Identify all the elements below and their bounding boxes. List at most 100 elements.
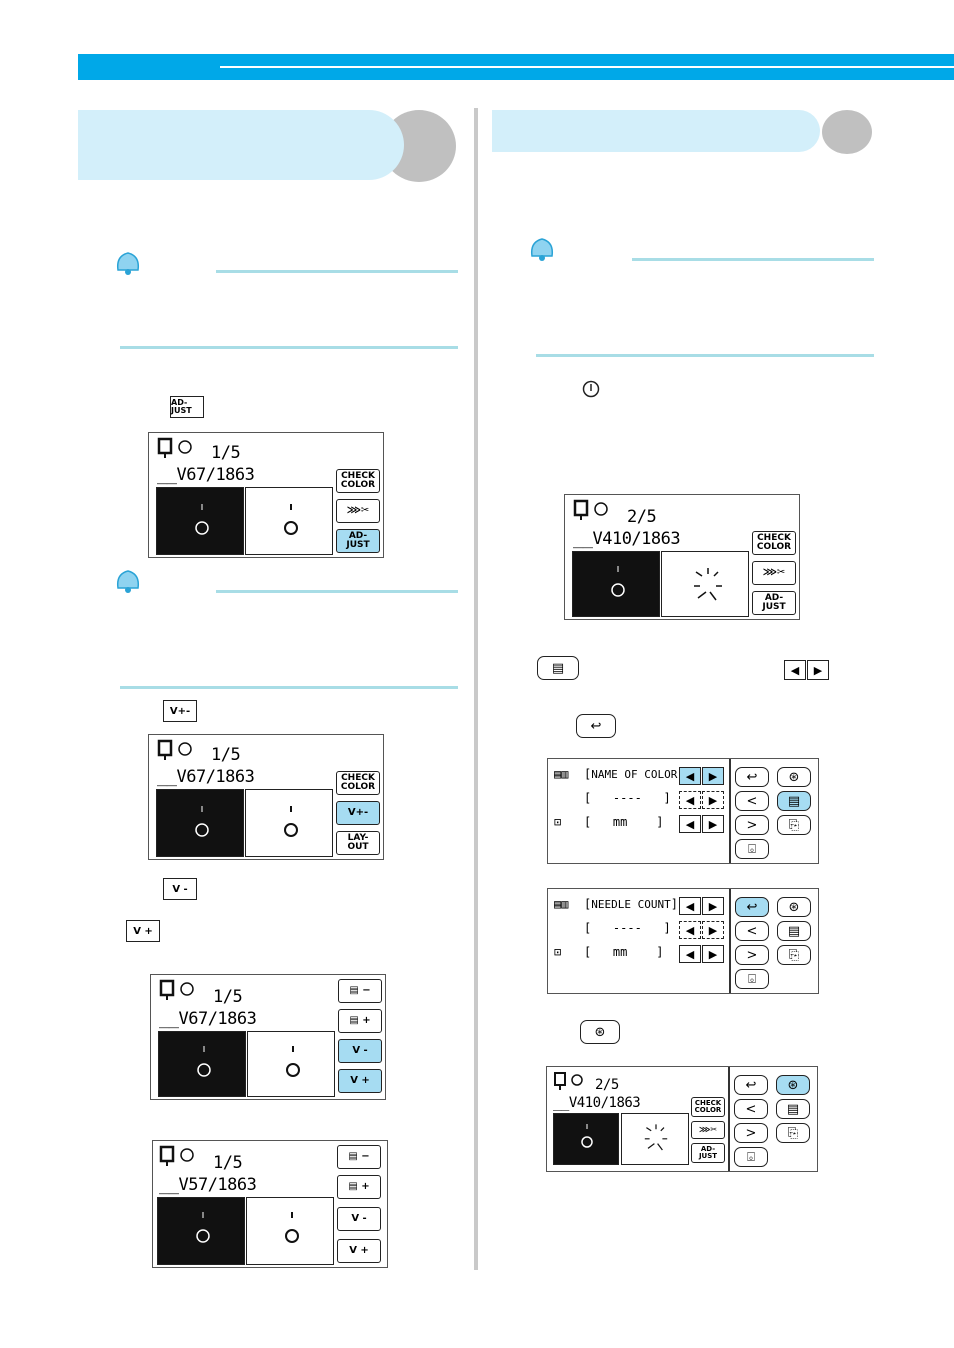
back-inline-icon: ↩	[576, 714, 616, 738]
check-color-button[interactable]: CHECK COLOR	[336, 771, 380, 795]
memo-bell-icon	[530, 238, 554, 261]
memo-rule-bottom	[536, 354, 874, 357]
needle-adjust-button[interactable]: V+-	[336, 801, 380, 825]
adjust-button[interactable]: AD- JUST	[336, 529, 380, 553]
needle-minus-button[interactable]: V -	[337, 1207, 381, 1231]
field2-left-arrow[interactable]: ◀	[679, 921, 701, 939]
layout-button[interactable]: LAY- OUT	[336, 831, 380, 855]
field-name-of-color: NAME OF COLOR	[591, 768, 678, 781]
frame-icon	[554, 1072, 583, 1090]
memory-button[interactable]: ⎘	[776, 1123, 810, 1143]
field3-right-arrow[interactable]: ▶	[702, 945, 724, 963]
frame-icon	[573, 499, 608, 520]
color-count: 2/5	[595, 1077, 619, 1093]
color-plus-button[interactable]: ▤ +	[337, 1175, 381, 1199]
info-button[interactable]: ▤	[777, 921, 811, 941]
pattern-thumb-current	[156, 789, 244, 857]
info-button[interactable]: ▤	[776, 1099, 810, 1119]
prev-button[interactable]: <	[735, 921, 769, 941]
lcd-screen-1: 1/5 __V67/1863 CHECK COLOR ⋙✂ AD- JUST	[148, 432, 384, 558]
trim-button[interactable]: ⋙✂	[336, 499, 380, 523]
memory-button[interactable]: ⎘	[777, 815, 811, 835]
stitch-count-value: 57/1863	[188, 1175, 257, 1195]
memory-button[interactable]: ⎘	[777, 945, 811, 965]
stitch-count: __V67/1863	[157, 465, 255, 485]
pattern-thumb-current	[157, 1197, 245, 1265]
right-arrow-inline-icon: ▶	[807, 660, 829, 680]
title-band-right	[492, 110, 820, 152]
thread-button[interactable]: ⊛	[776, 1075, 810, 1095]
back-button[interactable]: ↩	[735, 897, 769, 917]
position-icon: ⊡	[554, 945, 562, 959]
thread-button[interactable]: ⊛	[777, 897, 811, 917]
stitch-count-value: 67/1863	[186, 465, 255, 485]
needle-plus-button[interactable]: V +	[338, 1069, 382, 1093]
frame-move-button[interactable]: ⌻	[734, 1147, 768, 1167]
frame-move-button[interactable]: ⌻	[735, 969, 769, 989]
stitch-count-value: 67/1863	[186, 767, 255, 787]
info-button[interactable]: ▤	[777, 791, 811, 811]
memo-bell-icon	[116, 252, 140, 275]
stitch-count: __V67/1863	[159, 1009, 257, 1029]
check-color-button[interactable]: CHECK COLOR	[336, 469, 380, 493]
field2-right-arrow[interactable]: ▶	[702, 921, 724, 939]
needle-minus-inline-icon: V -	[163, 878, 197, 900]
back-button[interactable]: ↩	[735, 767, 769, 787]
field1-left-arrow[interactable]: ◀	[679, 897, 701, 915]
trim-button[interactable]: ⋙✂	[752, 561, 796, 585]
prev-button[interactable]: <	[734, 1099, 768, 1119]
color-info-icon: ▤▥	[554, 767, 569, 781]
field3-left-arrow[interactable]: ◀	[679, 815, 701, 833]
field2-right-arrow[interactable]: ▶	[702, 791, 724, 809]
adjust-button[interactable]: AD- JUST	[752, 591, 796, 615]
prev-button[interactable]: <	[735, 791, 769, 811]
pattern-thumb-current	[158, 1031, 246, 1097]
pattern-thumb-full	[245, 789, 333, 857]
pattern-thumb-full	[661, 551, 749, 617]
thread-inline-icon: ⊛	[580, 1020, 620, 1044]
field2-left-arrow[interactable]: ◀	[679, 791, 701, 809]
field3-right-arrow[interactable]: ▶	[702, 815, 724, 833]
next-button[interactable]: >	[735, 815, 769, 835]
stitch-count-value: 410/1863	[576, 1095, 641, 1111]
pattern-thumb-current	[156, 487, 244, 555]
lcd-screen-3: 1/5 __V67/1863 ▤ − ▤ + V - V +	[150, 974, 386, 1100]
check-color-button[interactable]: CHECK COLOR	[691, 1097, 725, 1117]
color-info-icon: ▤▥	[554, 897, 569, 911]
lcd-screen-4: 1/5 __V57/1863 ▤ − ▤ + V - V +	[152, 1140, 388, 1268]
frame-icon	[157, 437, 192, 458]
needle-minus-button[interactable]: V -	[338, 1039, 382, 1063]
thread-button[interactable]: ⊛	[777, 767, 811, 787]
needle-plus-inline-icon: V +	[126, 920, 160, 942]
trim-button[interactable]: ⋙✂	[691, 1121, 725, 1139]
field3-left-arrow[interactable]: ◀	[679, 945, 701, 963]
lcd-screen-6: ▤▥ [NAME OF COLOR] ◀ ▶ [ ---- ] ◀ ▶ ⊡ [ …	[547, 758, 819, 864]
field3-value: [ mm ]	[584, 815, 664, 829]
color-count: 1/5	[213, 1153, 243, 1173]
next-button[interactable]: >	[734, 1123, 768, 1143]
back-button[interactable]: ↩	[734, 1075, 768, 1095]
needle-plus-button[interactable]: V +	[337, 1239, 381, 1263]
field-bracket: [NEEDLE COUNT]	[584, 897, 678, 911]
needle-plus-minus-inline-icon: V+-	[163, 700, 197, 722]
pattern-thumb-current	[553, 1113, 619, 1165]
color-count: 1/5	[211, 443, 241, 463]
frame-move-button[interactable]: ⌻	[735, 839, 769, 859]
color-plus-button[interactable]: ▤ +	[338, 1009, 382, 1033]
pattern-thumb-full	[247, 1031, 335, 1097]
color-minus-button[interactable]: ▤ −	[337, 1145, 381, 1169]
check-color-button[interactable]: CHECK COLOR	[752, 531, 796, 555]
panel-divider	[729, 889, 731, 993]
adjust-button[interactable]: AD- JUST	[691, 1143, 725, 1163]
memo-rule-bottom	[120, 346, 458, 349]
next-button[interactable]: >	[735, 945, 769, 965]
color-minus-button[interactable]: ▤ −	[338, 979, 382, 1003]
pattern-thumb-full	[245, 487, 333, 555]
field1-right-arrow[interactable]: ▶	[702, 767, 724, 785]
field1-left-arrow[interactable]: ◀	[679, 767, 701, 785]
field1-right-arrow[interactable]: ▶	[702, 897, 724, 915]
frame-icon	[159, 1145, 194, 1166]
field2-value: [ ---- ]	[584, 791, 671, 805]
stitch-count: __V410/1863	[573, 529, 681, 549]
color-count: 2/5	[627, 507, 657, 527]
